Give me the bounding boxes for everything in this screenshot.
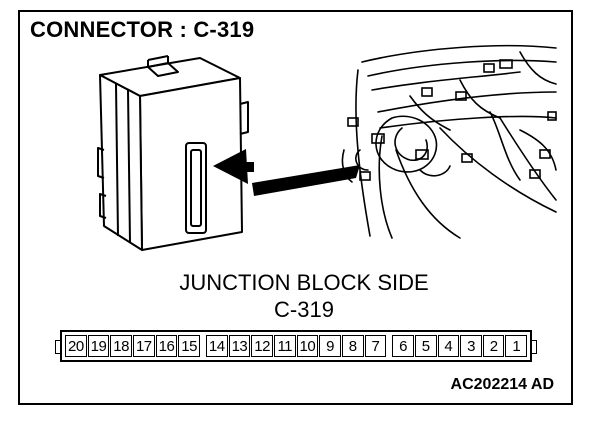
connector-pin: 10 (296, 335, 319, 357)
connector-pin: 5 (414, 335, 437, 357)
connector-key-right (531, 340, 537, 354)
connector-pin: 1 (505, 335, 528, 357)
junction-block-illustration (97, 55, 249, 251)
connector-pin: 11 (273, 335, 296, 357)
connector-pin: 16 (155, 335, 178, 357)
connector-pin: 20 (65, 335, 87, 357)
figure-code: AC202214 AD (450, 376, 554, 393)
connector-pin: 2 (482, 335, 505, 357)
dashboard-wiring-illustration (341, 44, 557, 239)
connector-pin: 7 (364, 335, 387, 357)
connector-title: CONNECTOR : C-319 (30, 17, 255, 42)
connector-pin: 6 (392, 335, 414, 357)
connector-pin: 17 (132, 335, 155, 357)
view-side-label: JUNCTION BLOCK SIDE (179, 270, 429, 295)
connector-pin: 12 (251, 335, 273, 357)
connector-pin: 3 (460, 335, 482, 357)
connector-pin: 19 (87, 335, 110, 357)
connector-pin: 8 (341, 335, 364, 357)
connector-pin: 15 (178, 335, 200, 357)
connector-pin: 4 (437, 335, 460, 357)
connector-pin: 13 (228, 335, 251, 357)
connector-pin: 18 (110, 335, 132, 357)
view-connector-id: C-319 (274, 297, 334, 322)
connector-pin: 9 (319, 335, 341, 357)
connector-key-left (55, 340, 61, 354)
connector-pin: 14 (205, 335, 228, 357)
pointer-arrow-icon (213, 149, 360, 196)
